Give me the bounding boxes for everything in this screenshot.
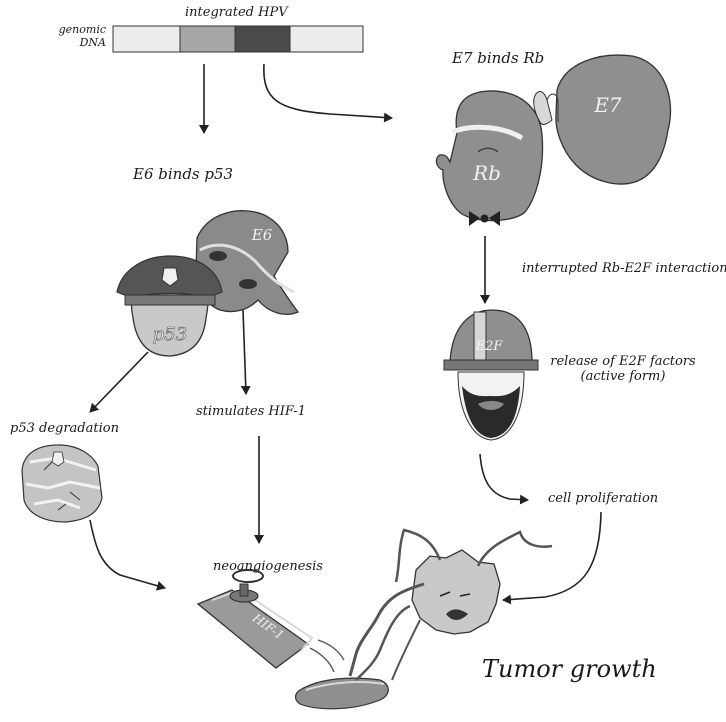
p53-officer-icon: p53 [116,255,223,357]
tumor-growth-label: Tumor growth [482,655,657,683]
p53-degradation-label: p53 degradation [10,421,119,436]
arrow-e6-to-hif1 [240,309,251,395]
neoangiogenesis-label: neoangiogenesis [213,559,323,574]
arrow-e7-to-rb [263,63,393,123]
e6-mask-text: E6 [251,226,273,244]
integrated-hpv-label: integrated HPV [185,5,288,20]
rb-head-icon: Rb [435,90,544,226]
rb-face-text: Rb [472,161,501,185]
genomic-dna-bar [112,25,364,53]
e7-face-text: E7 [593,93,622,117]
stimulates-hif1-label: stimulates HIF-1 [196,404,306,419]
degraded-p53-icon [21,444,103,523]
arrow-e2f-to-cell-proliferation [479,453,529,505]
release-e2f-label: release of E2F factors (active form) [550,354,696,384]
p53-hat-text: p53 [153,324,187,345]
genomic-dna-label: genomic DNA [58,23,106,49]
e7-binds-rb-label: E7 binds Rb [452,49,545,67]
arrow-p53-to-degradation [89,351,149,413]
interrupted-rb-e2f-label: interrupted Rb-E2F interaction [522,261,726,276]
hif1-pipe-icon: HIF-1 [196,569,389,710]
e2f-helmet-icon: E2F [443,309,539,441]
arrows [89,63,602,605]
e6-binds-p53-label: E6 binds p53 [133,165,234,183]
cell-proliferation-label: cell proliferation [548,491,659,506]
arrow-degradation-to-pipe [89,519,166,591]
e7-head-icon: E7 [533,54,672,185]
arrow-proliferation-to-tumor [502,511,602,605]
tumor-icon [348,528,553,681]
e2f-helmet-text: E2F [475,339,504,354]
